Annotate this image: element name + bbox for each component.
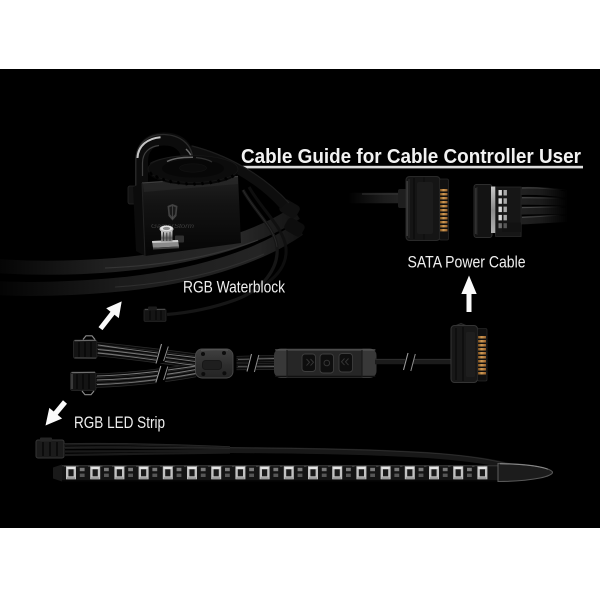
svg-text:GamerStorm: GamerStorm	[151, 224, 194, 230]
svg-text:Cable Guide for Cable Controll: Cable Guide for Cable Controller User	[241, 145, 581, 168]
svg-text:SATA Power Cable: SATA Power Cable	[408, 253, 526, 272]
svg-text:RGB LED Strip: RGB LED Strip	[74, 413, 165, 432]
svg-text:RGB Waterblock: RGB Waterblock	[183, 278, 285, 297]
